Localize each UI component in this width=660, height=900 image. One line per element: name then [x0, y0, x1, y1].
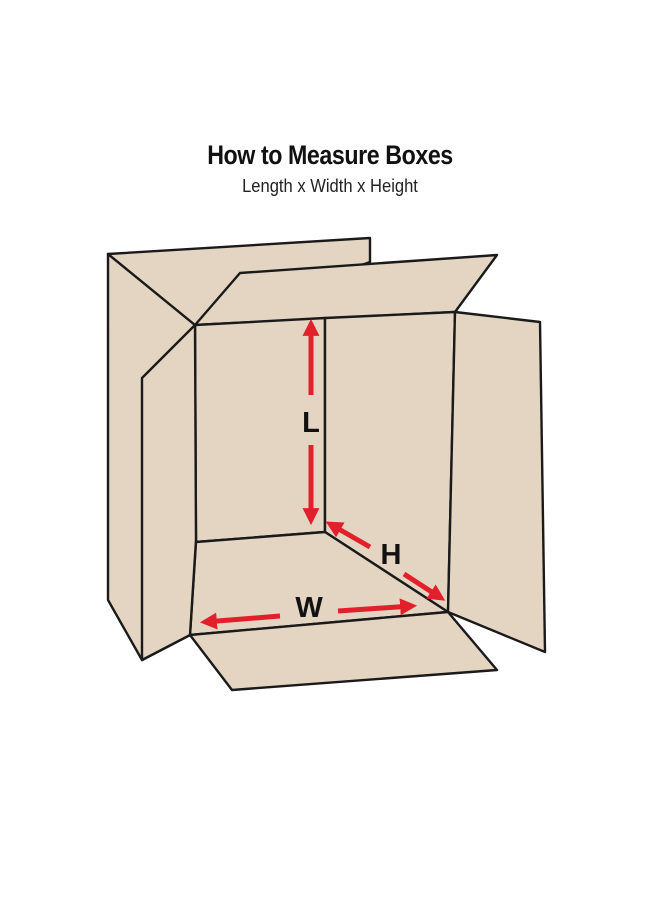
width-label: W — [295, 592, 323, 624]
height-arrow-lower — [402, 571, 446, 601]
length-label: L — [302, 407, 320, 439]
width-arrow-left — [199, 612, 281, 630]
inner-left-panel — [140, 323, 198, 662]
height-label: H — [381, 539, 402, 571]
right-flap — [446, 310, 547, 654]
diagram-subtitle: Length x Width x Height — [242, 176, 418, 196]
front-flap — [188, 610, 499, 692]
height-arrow-upper — [325, 521, 372, 550]
diagram-title: How to Measure Boxes — [207, 140, 453, 170]
width-arrow-right — [337, 598, 418, 616]
